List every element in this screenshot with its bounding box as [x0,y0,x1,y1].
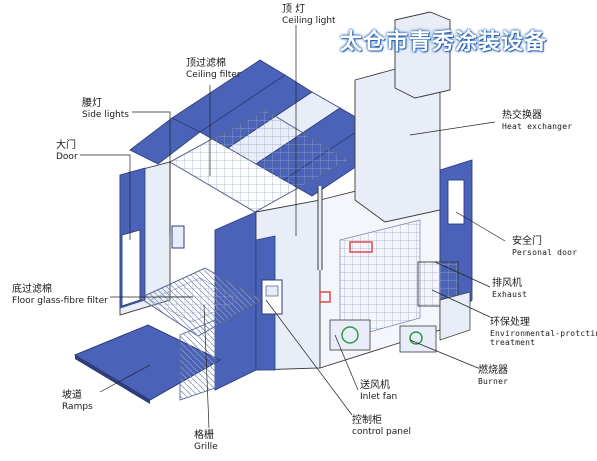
label-en: Ceiling light [282,15,336,26]
heater-element [319,291,331,303]
label-zh: 大门 [56,140,76,151]
label-zh: 环保处理 [490,317,530,328]
label-en: control panel [352,426,412,437]
label-zh: 底过滤棉 [12,284,52,295]
company-banner: 太仓市青秀涂装设备 [340,30,548,55]
label-zh: 安全门 [512,236,542,247]
env-treatment-unit [439,291,471,341]
label-en: Side lights [82,109,129,120]
leader-line [203,304,210,429]
leader-lines [80,25,506,429]
burner-unit [399,325,437,353]
label-zh: 排风机 [492,278,522,289]
label-en: Personal door [512,247,578,257]
label-ramps: 坡道 Ramps [62,390,93,412]
machinery-section [317,11,473,369]
label-en: Exhaust [492,289,528,299]
side-light-box [171,225,185,249]
control-panel-box [261,279,283,315]
burner-wheel [409,331,423,345]
chimney-duct [394,11,451,99]
label-zh: 热交换器 [502,110,542,121]
label-ceiling-light: 顶 灯 Ceiling light [282,4,336,26]
label-en: Grille [194,441,218,452]
leader-line [265,299,353,416]
leader-line [132,111,171,233]
label-door: 大门 Door [56,140,78,162]
label-inlet-fan: 送风机 Inlet fan [360,380,397,402]
label-en: treatment [490,337,536,347]
label-en: Inlet fan [360,391,398,402]
leader-line [80,154,131,240]
label-en: Burner [478,376,509,386]
label-exhaust: 排风机 Exhaust [492,278,527,299]
leader-line [455,211,506,242]
leader-line [431,289,491,318]
label-zh: 坡道 [62,390,82,401]
roof-panel [129,117,201,165]
label-zh: 格栅 [194,430,214,441]
ramp-edge [75,355,150,404]
label-control-panel: 控制柜 control panel [352,415,411,437]
label-zh: 顶 灯 [282,4,306,15]
ceiling-filter-grid [168,109,349,213]
label-en: Door [56,151,78,162]
mech-front-grid [339,219,421,341]
leader-line [434,261,491,288]
leader-line [99,364,151,393]
label-zh: 控制柜 [352,415,382,426]
leader-line [334,334,359,391]
heater-element [349,241,373,253]
personal-door-panel [447,179,465,225]
control-panel-window [265,285,279,297]
leader-line [409,339,479,369]
label-zh: 燃烧器 [478,365,508,376]
label-floor-filter: 底过滤棉 Floor glass-fibre filter [12,284,108,306]
label-side-lights: 腰灯 Side lights [82,98,129,120]
leader-line [409,121,496,136]
label-personal-door: 安全门 Personal door [512,236,577,257]
label-ceiling-filter: 顶过滤棉 Ceiling filter [186,58,241,80]
label-env-treatment: 环保处理 Environmental-protcting treatment [490,317,597,347]
label-zh: 送风机 [360,380,390,391]
label-grille: 格栅 Grille [194,430,218,452]
label-burner: 燃烧器 Burner [478,365,508,386]
label-zh: 腰灯 [82,98,102,109]
inlet-fan-unit [329,319,371,351]
floor-glass-filter [149,277,241,323]
label-zh: 顶过滤棉 [186,58,226,69]
label-en: Ramps [62,401,93,412]
label-heat-exchanger: 热交换器 Heat exchanger [502,110,572,131]
label-en: Ceiling filter [186,69,241,80]
label-en: Environmental-protcting [490,328,597,338]
grille [179,319,216,401]
inlet-fan-wheel [341,326,359,344]
label-en: Floor glass-fibre filter [12,295,108,306]
label-en: Heat exchanger [502,121,573,131]
door-panel [121,229,141,307]
